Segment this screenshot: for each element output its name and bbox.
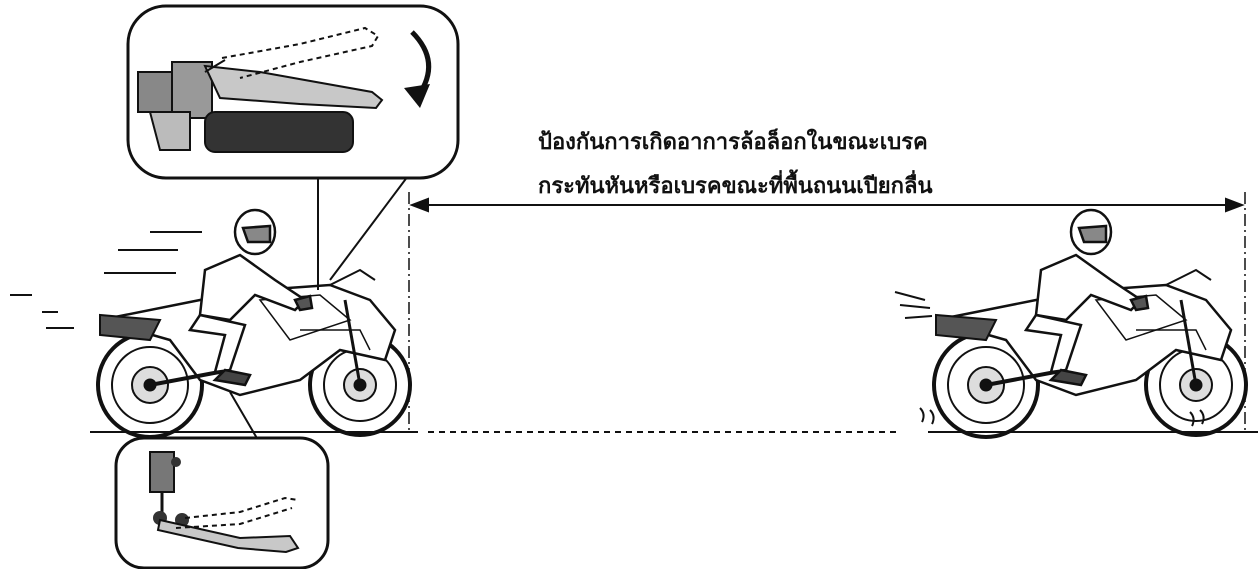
rear-brake-callout xyxy=(114,391,330,569)
brake-lines xyxy=(894,291,1205,427)
brake-pedal-icon xyxy=(149,451,300,554)
brake-lever-icon xyxy=(137,26,384,153)
distance-arrow xyxy=(409,197,1245,213)
motorcycle-rider-icon xyxy=(96,208,412,439)
caption-line-1: ป้องกันการเกิดอาการล้อล็อกในขณะเบรค xyxy=(538,129,928,155)
distance-markers xyxy=(408,192,1246,432)
caption-line-2: กระทันหันหรือเบรคขณะที่พื้นถนนเปียกลื่น xyxy=(538,173,933,199)
speed-lines xyxy=(10,231,202,329)
curved-arrow-icon xyxy=(404,30,432,108)
front-brake-callout xyxy=(126,4,460,290)
motorcycle-rider-icon xyxy=(932,208,1248,439)
